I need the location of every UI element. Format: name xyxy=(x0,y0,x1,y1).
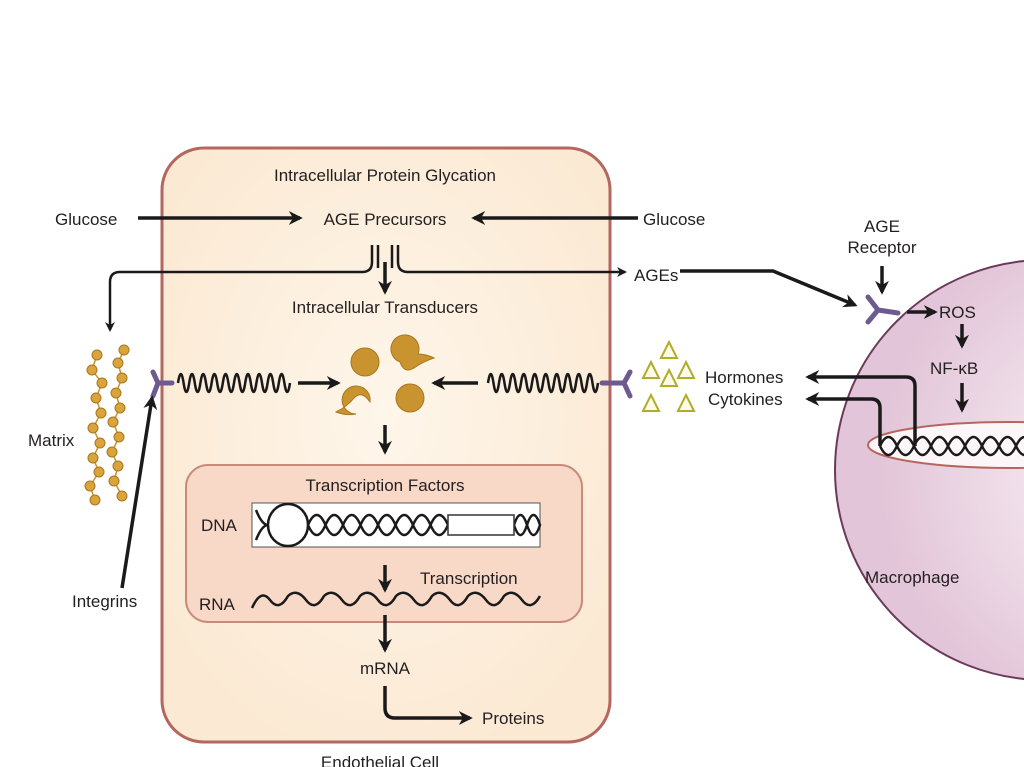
matrix-bead xyxy=(94,437,106,449)
hormone-receptor-right xyxy=(599,369,633,399)
matrix-bead xyxy=(113,431,125,443)
hormone-triangle xyxy=(659,367,679,387)
helix-turn xyxy=(1014,435,1024,457)
age-receptor-label-2: Receptor xyxy=(848,238,917,257)
matrix-bead xyxy=(118,344,130,356)
hormone-triangle xyxy=(641,359,661,379)
hormones-label: Hormones xyxy=(705,368,783,387)
intracellular-transducers-label: Intracellular Transducers xyxy=(292,298,478,317)
matrix-bead xyxy=(116,372,128,384)
matrix-bead xyxy=(84,480,96,492)
transducer-spring-left xyxy=(176,372,292,394)
cell-title: Intracellular Protein Glycation xyxy=(274,166,496,185)
integrins-arrow xyxy=(120,395,158,589)
matrix-bead xyxy=(108,475,120,487)
to-proteins-arrow xyxy=(383,686,473,725)
age-precursors-label: AGE Precursors xyxy=(324,210,447,229)
precursor-branches xyxy=(105,245,627,332)
integrin-receptor-left xyxy=(150,369,175,399)
matrix-bead xyxy=(106,446,118,458)
macrophage-nucleus xyxy=(867,421,1024,469)
hormone-triangle xyxy=(641,392,661,412)
matrix-bead xyxy=(87,452,99,464)
transducer-molecules xyxy=(334,334,436,416)
matrix-bead xyxy=(95,407,107,419)
cytokines-label: Cytokines xyxy=(708,390,783,409)
nfkb-label: NF-κB xyxy=(930,359,978,378)
rna-label: RNA xyxy=(199,595,236,614)
rna-strand xyxy=(250,591,542,609)
hormone-triangle xyxy=(676,392,696,412)
glucose-left-label: Glucose xyxy=(55,210,117,229)
matrix-bead xyxy=(114,402,126,414)
hormone-triangle xyxy=(676,359,696,379)
matrix-label: Matrix xyxy=(28,431,75,450)
matrix-bead xyxy=(107,416,119,428)
dna-label: DNA xyxy=(201,516,238,535)
cytokines-arrow xyxy=(805,392,882,446)
integrins-label: Integrins xyxy=(72,592,137,611)
ros-label: ROS xyxy=(939,303,976,322)
matrix-bead xyxy=(96,377,108,389)
macrophage-dna-helix xyxy=(878,435,1024,457)
dna-helix xyxy=(254,502,542,548)
transcription-label: Transcription xyxy=(420,569,518,588)
matrix-bead xyxy=(89,494,101,506)
endothelial-cell-label: Endothelial Cell xyxy=(321,753,439,767)
hormones-arrow xyxy=(805,370,917,446)
matrix-bead xyxy=(90,392,102,404)
ages-label: AGEs xyxy=(634,266,678,285)
matrix-bead xyxy=(112,460,124,472)
hormone-triangles xyxy=(641,339,696,412)
transcription-factors-label: Transcription Factors xyxy=(305,476,464,495)
macrophage-cell xyxy=(834,260,1024,680)
transducer-spring-right xyxy=(486,372,600,394)
macrophage-label: Macrophage xyxy=(865,568,960,587)
matrix-bead xyxy=(87,422,99,434)
matrix-fibers xyxy=(84,344,130,506)
matrix-bead xyxy=(86,364,98,376)
age-receptor-icon xyxy=(865,294,901,325)
gene-region xyxy=(447,514,515,536)
glucose-right-label: Glucose xyxy=(643,210,705,229)
dna-bubble xyxy=(266,502,310,548)
matrix-bead xyxy=(110,387,122,399)
matrix-bead xyxy=(91,349,103,361)
age-receptor-label-1: AGE xyxy=(864,217,900,236)
proteins-label: Proteins xyxy=(482,709,544,728)
matrix-bead xyxy=(93,466,105,478)
hormone-triangle xyxy=(659,339,679,359)
helix-turn xyxy=(525,513,542,537)
ages-to-receptor-arrow xyxy=(680,269,858,308)
mrna-label: mRNA xyxy=(360,659,411,678)
matrix-bead xyxy=(112,357,124,369)
matrix-bead xyxy=(116,490,128,502)
